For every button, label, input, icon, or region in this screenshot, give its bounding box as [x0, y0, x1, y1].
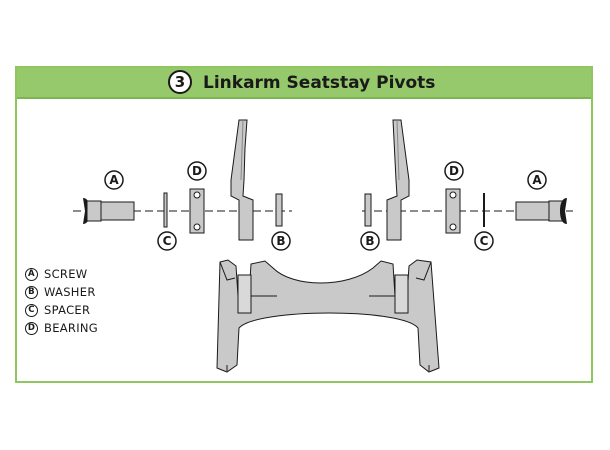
legend-letter-a: A [25, 267, 38, 281]
callout-right-screw: A [527, 170, 547, 190]
left-screw-part [83, 198, 135, 224]
legend-label: BEARING [44, 321, 99, 335]
callout-left-washer: B [271, 231, 291, 251]
callout-left-bearing: D [187, 161, 207, 181]
legend-letter-b: B [25, 285, 38, 299]
svg-text:B: B [276, 234, 285, 248]
right-washer-part [364, 193, 372, 227]
svg-text:A: A [109, 173, 119, 187]
callout-right-washer: B [360, 231, 380, 251]
right-screw-part [515, 198, 567, 224]
callout-left-screw: A [104, 170, 124, 190]
exploded-view-diagram: A C D B B D C A [73, 119, 573, 373]
svg-text:A: A [532, 173, 542, 187]
legend-letter-c: C [25, 303, 38, 317]
svg-text:C: C [480, 234, 489, 248]
left-washer-part [275, 193, 283, 227]
instruction-panel: 3 Linkarm Seatstay Pivots [15, 66, 593, 383]
legend-item-spacer: C SPACER [25, 301, 155, 319]
panel-header: 3 Linkarm Seatstay Pivots [17, 68, 591, 99]
linkarm-frame [216, 259, 440, 373]
step-number-badge: 3 [168, 70, 192, 94]
legend-item-bearing: D BEARING [25, 319, 155, 337]
legend-item-washer: B WASHER [25, 283, 155, 301]
left-spacer-part [163, 192, 168, 228]
callout-right-bearing: D [444, 161, 464, 181]
right-seatstay-arm [386, 119, 410, 241]
legend-label: SPACER [44, 303, 91, 317]
left-seatstay-arm [230, 119, 254, 241]
svg-text:D: D [449, 164, 459, 178]
callout-left-spacer: C [157, 231, 177, 251]
svg-text:C: C [163, 234, 172, 248]
callout-right-spacer: C [474, 231, 494, 251]
panel-title: Linkarm Seatstay Pivots [203, 73, 436, 93]
legend-label: SCREW [44, 267, 88, 281]
legend-label: WASHER [44, 285, 96, 299]
legend-letter-d: D [25, 321, 38, 335]
right-bearing-part [445, 188, 461, 234]
parts-legend: A SCREW B WASHER C SPACER D BEARING [25, 265, 155, 337]
svg-text:B: B [365, 234, 374, 248]
legend-item-screw: A SCREW [25, 265, 155, 283]
left-bearing-part [189, 188, 205, 234]
svg-text:D: D [192, 164, 202, 178]
